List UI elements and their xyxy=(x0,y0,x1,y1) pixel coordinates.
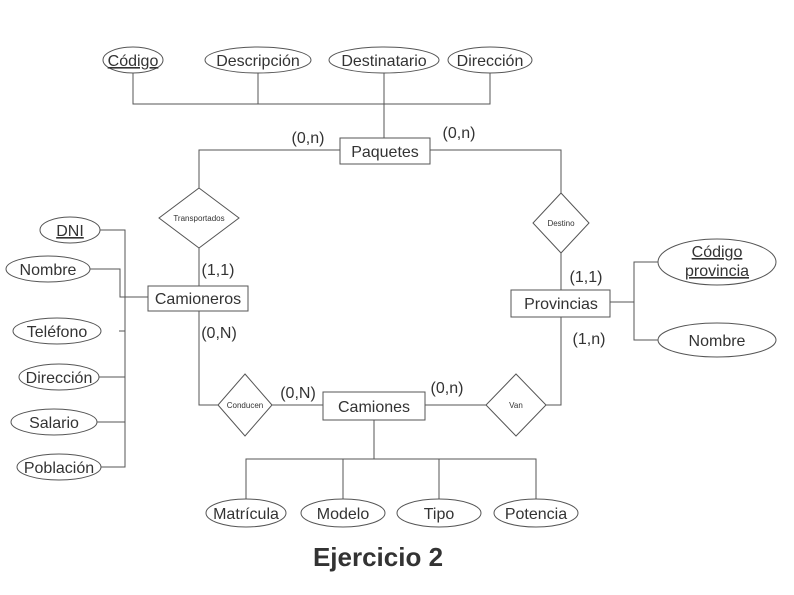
attribute-tipo-label: Tipo xyxy=(424,506,455,523)
attribute-salario: Salario xyxy=(10,408,98,436)
attribute-descripcion-label: Descripción xyxy=(216,53,300,70)
entity-camioneros: Camioneros xyxy=(147,285,249,312)
attribute-destinatario-label: Destinatario xyxy=(341,53,426,70)
attribute-codigo: Código xyxy=(102,46,164,74)
attribute-nombre-provincias-label: Nombre xyxy=(689,333,746,350)
diagram-title: Ejercicio 2 xyxy=(313,542,443,572)
entity-camiones-label: Camiones xyxy=(338,399,410,416)
attribute-matricula: Matrícula xyxy=(205,498,287,528)
attribute-codigo-provincia: Código provincia xyxy=(657,238,777,286)
relationship-destino-label: Destino xyxy=(547,219,575,228)
cardinality-provincias-van: (1,n) xyxy=(573,331,606,348)
attribute-descripcion: Descripción xyxy=(204,46,312,74)
relationship-van: Van xyxy=(485,373,547,437)
cardinality-camiones-conducen: (0,N) xyxy=(280,385,316,402)
attribute-direccion-camioneros-label: Dirección xyxy=(26,370,93,387)
cardinality-paquetes-destino: (0,n) xyxy=(443,125,476,142)
attribute-telefono: Teléfono xyxy=(12,317,102,345)
attribute-potencia-label: Potencia xyxy=(505,506,567,523)
attribute-modelo-label: Modelo xyxy=(317,506,370,523)
attribute-codigo-label: Código xyxy=(108,53,159,70)
attribute-nombre-camioneros-label: Nombre xyxy=(20,262,77,279)
entity-paquetes-label: Paquetes xyxy=(351,144,419,161)
attribute-telefono-label: Teléfono xyxy=(27,324,88,341)
attribute-direccion-paquetes: Dirección xyxy=(447,46,533,74)
attribute-direccion-camioneros: Dirección xyxy=(18,363,100,391)
attribute-codigo-provincia-label-line1: Código xyxy=(692,244,743,261)
entity-provincias: Provincias xyxy=(510,289,611,318)
relationship-transportados: Transportados xyxy=(158,187,240,249)
relationship-conducen-label: Conducen xyxy=(227,401,263,410)
attribute-direccion-paquetes-label: Dirección xyxy=(457,53,524,70)
relationship-transportados-label: Transportados xyxy=(173,214,224,223)
attribute-potencia: Potencia xyxy=(493,498,579,528)
relationship-destino: Destino xyxy=(532,192,590,254)
attribute-tipo: Tipo xyxy=(396,498,482,528)
entity-provincias-label: Provincias xyxy=(524,296,598,313)
attribute-destinatario: Destinatario xyxy=(328,46,440,74)
attribute-nombre-provincias: Nombre xyxy=(657,322,777,358)
entity-paquetes: Paquetes xyxy=(339,137,431,165)
attribute-matricula-label: Matrícula xyxy=(213,506,279,523)
relationship-van-label: Van xyxy=(509,401,523,410)
attribute-poblacion-label: Población xyxy=(24,460,94,477)
attribute-modelo: Modelo xyxy=(300,498,386,528)
entity-camioneros-label: Camioneros xyxy=(155,291,241,308)
attribute-poblacion: Población xyxy=(16,453,102,481)
cardinality-provincias-destino: (1,1) xyxy=(570,269,603,286)
connectors xyxy=(90,73,658,499)
entity-camiones: Camiones xyxy=(322,391,426,421)
attribute-salario-label: Salario xyxy=(29,415,79,432)
cardinalities: (0,n) (0,n) (1,1) (0,N) (0,N) (0,n) (1,1… xyxy=(201,125,605,402)
cardinality-camioneros-conducen: (0,N) xyxy=(201,325,237,342)
cardinality-camiones-van: (0,n) xyxy=(431,380,464,397)
attribute-nombre-camioneros: Nombre xyxy=(5,255,91,283)
cardinality-paquetes-transportados: (0,n) xyxy=(292,130,325,147)
attribute-codigo-provincia-label-line2: provincia xyxy=(685,263,749,280)
attribute-dni: DNI xyxy=(39,216,101,244)
attribute-dni-label: DNI xyxy=(56,223,84,240)
cardinality-camioneros-transportados: (1,1) xyxy=(202,262,235,279)
relationship-conducen: Conducen xyxy=(217,373,273,437)
